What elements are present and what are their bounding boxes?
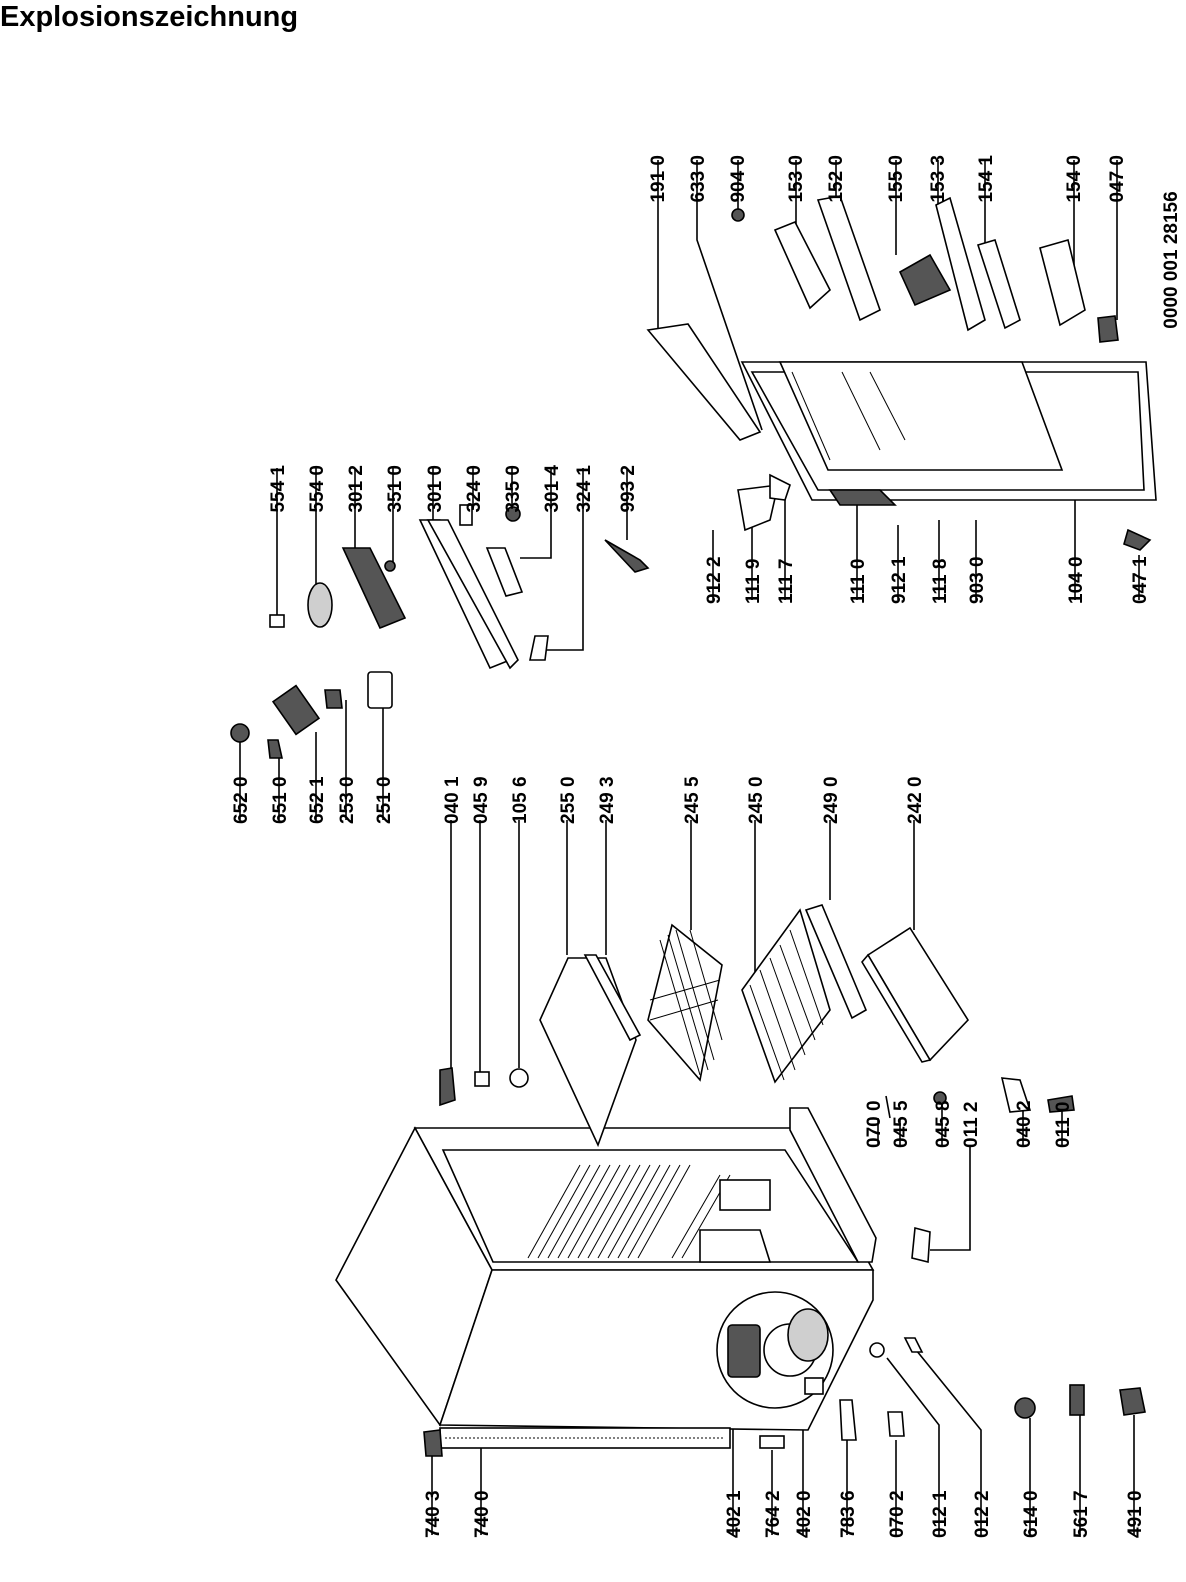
part-label: 903 0	[967, 556, 988, 604]
part-label: 651 0	[270, 776, 291, 824]
part-label: 652 0	[231, 776, 252, 824]
part-label: 047 1	[1130, 556, 1151, 604]
hinge-hardware	[885, 1077, 1075, 1264]
part-label: 047 0	[1107, 155, 1128, 203]
part-label: 324 0	[464, 465, 485, 513]
part-label: 045 8	[933, 1100, 954, 1148]
part-label: 335 0	[503, 465, 524, 513]
part-number-labels: 554 1 554 0 301 2 351 0 301 0 324 0 335 0 301 4…	[231, 155, 1151, 1538]
part-label: 191 0	[648, 155, 669, 203]
part-label: 764 2	[763, 1490, 784, 1538]
part-label: 153 3	[928, 155, 949, 203]
part-label: 152 0	[826, 155, 847, 203]
part-label: 012 1	[930, 1490, 951, 1538]
thermostat-parts	[230, 671, 393, 759]
bottom-parts	[423, 1337, 1146, 1457]
part-label: 912 2	[704, 556, 725, 604]
document-number: 0000 001 28156	[1161, 191, 1182, 328]
part-label: 154 0	[1064, 155, 1085, 203]
part-label: 255 0	[558, 776, 579, 824]
part-label: 740 3	[423, 1490, 444, 1538]
part-label: 783 6	[838, 1490, 859, 1538]
part-label: 011 2	[961, 1102, 982, 1149]
part-label: 111 9	[743, 559, 764, 604]
part-label: 040 2	[1014, 1100, 1035, 1148]
part-label: 301 2	[346, 465, 367, 513]
part-label: 561 7	[1071, 1490, 1092, 1538]
part-label: 040 1	[442, 776, 463, 824]
part-label: 155 0	[886, 155, 907, 203]
part-label: 253 0	[337, 776, 358, 824]
part-label: 249 0	[821, 776, 842, 824]
part-label: 324 1	[574, 465, 595, 513]
part-label: 011 0	[1053, 1102, 1074, 1149]
compressor-assembly	[716, 1291, 834, 1409]
part-label: 154 1	[976, 155, 997, 203]
part-label: 301 0	[425, 465, 446, 513]
part-label: 614 0	[1021, 1490, 1042, 1538]
part-label: 351 0	[385, 465, 406, 513]
part-label: 904 0	[728, 155, 749, 203]
part-label: 993 2	[618, 465, 639, 513]
part-label: 045 9	[471, 776, 492, 824]
part-label: 111 8	[930, 559, 951, 604]
part-label: 111 0	[848, 559, 869, 604]
part-label: 633 0	[688, 155, 709, 203]
part-label: 105 6	[510, 776, 531, 824]
part-label: 554 0	[307, 465, 328, 513]
part-label: 153 0	[786, 155, 807, 203]
part-label: 111 7	[776, 559, 797, 604]
fridge-door	[646, 195, 1157, 551]
part-label: 245 5	[682, 776, 703, 824]
part-label: 554 1	[268, 465, 289, 513]
control-housing-parts	[269, 504, 650, 670]
part-label: 491 0	[1125, 1490, 1146, 1538]
part-label: 245 0	[746, 776, 767, 824]
part-label: 402 0	[794, 1490, 815, 1538]
part-label: 070 2	[887, 1490, 908, 1538]
part-label: 740 0	[472, 1490, 493, 1538]
part-label: 301 4	[542, 465, 563, 513]
part-label: 070 0	[864, 1100, 885, 1148]
part-label: 251 0	[374, 776, 395, 824]
part-label: 045 5	[891, 1100, 912, 1148]
part-label: 249 3	[597, 776, 618, 824]
part-label: 104 0	[1066, 556, 1087, 604]
part-label: 912 1	[889, 556, 910, 604]
diagram-title: Explosionszeichnung	[0, 1, 299, 33]
part-label: 242 0	[905, 776, 926, 824]
part-label: 402 1	[724, 1490, 745, 1538]
shelves-and-drawer	[439, 904, 970, 1148]
part-label: 012 2	[972, 1490, 993, 1538]
part-label: 652 1	[307, 776, 328, 824]
